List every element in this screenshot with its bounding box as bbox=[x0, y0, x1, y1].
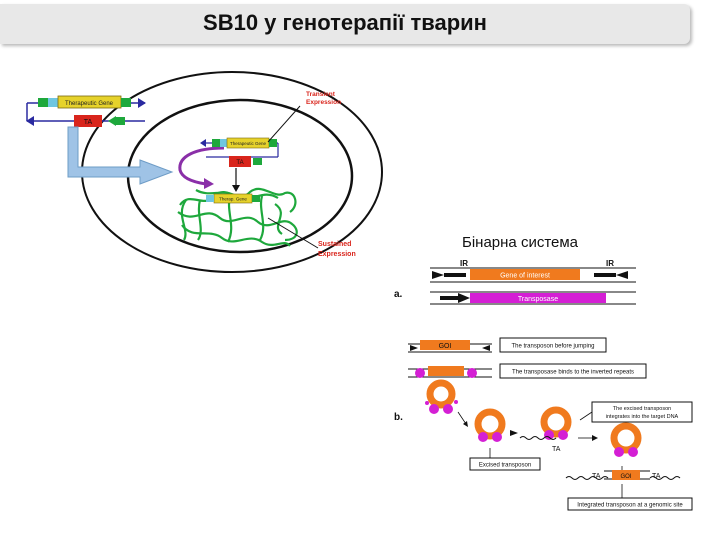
green-segment bbox=[38, 98, 48, 107]
box-integrates-text-2: integrates into the target DNA bbox=[606, 414, 679, 420]
genomic-dna-wave-left bbox=[565, 476, 609, 480]
box-integrated bbox=[567, 497, 693, 511]
ir-right-arrow bbox=[616, 271, 628, 279]
ta-box bbox=[74, 115, 102, 127]
label-a: a. bbox=[394, 289, 403, 300]
ta-box-2 bbox=[229, 156, 251, 167]
box-excised-text: Excised transposon bbox=[479, 463, 531, 469]
ir-right-label: IR bbox=[606, 259, 614, 268]
sustained-label-1: Sustained bbox=[318, 241, 351, 248]
target-dna-wave bbox=[519, 436, 557, 440]
plasmid-construct-top: Therapeutic Gene TA bbox=[26, 95, 146, 127]
box-before-jumping bbox=[499, 337, 607, 353]
transient-label-2: Expression bbox=[306, 99, 341, 106]
therapeutic-gene-label-2: Therapeutic Gene bbox=[230, 141, 267, 146]
title-bar bbox=[0, 4, 690, 44]
ta-label-b1: TA bbox=[552, 446, 561, 453]
box-excised bbox=[469, 457, 541, 471]
ta-label: TA bbox=[84, 119, 93, 126]
transposase-label: Transposase bbox=[518, 296, 558, 303]
box-binds bbox=[499, 363, 647, 379]
delivery-arrow bbox=[67, 126, 174, 185]
excision-loop-1 bbox=[425, 379, 458, 414]
label-b: b. bbox=[394, 412, 403, 423]
goi-bar-2 bbox=[612, 470, 640, 480]
ta-label-b2: TA bbox=[592, 473, 601, 480]
goi-bar bbox=[420, 340, 470, 350]
right-diagram: a. Gene of interest IR IR Transposase GO… bbox=[394, 259, 693, 511]
goi-label: GOI bbox=[439, 343, 452, 350]
transient-label-1: Transient bbox=[306, 91, 336, 98]
ta-label-b3: TA bbox=[652, 473, 661, 480]
binary-system-label: Бінарна система bbox=[462, 234, 579, 251]
chromosome-tangle bbox=[177, 187, 298, 247]
excision-loop-3 bbox=[540, 406, 572, 440]
transposase-bar bbox=[470, 293, 606, 303]
excision-loop-4 bbox=[610, 422, 642, 457]
box-integrated-text: Integrated transposon at a genomic site bbox=[577, 503, 683, 509]
left-diagram: Therapeutic Gene TA Therapeutic Gene TA bbox=[26, 71, 383, 273]
gene-of-interest-bar bbox=[470, 269, 580, 280]
plasmid-construct-middle: Therapeutic Gene TA bbox=[200, 137, 279, 167]
ir-left-arrow bbox=[432, 271, 444, 279]
box-before-jumping-text: The transposon before jumping bbox=[511, 344, 594, 350]
purple-curve-arrow bbox=[178, 146, 225, 186]
therap-gene-label: Therap. Gene bbox=[219, 197, 247, 202]
box-binds-text: The transposase binds to the inverted re… bbox=[512, 370, 634, 376]
ir-left-label: IR bbox=[460, 259, 468, 268]
gene-of-interest-label: Gene of interest bbox=[500, 273, 550, 280]
goi-label-2: GOI bbox=[620, 474, 631, 480]
excision-loop-2 bbox=[474, 408, 506, 442]
therapeutic-gene-label: Therapeutic Gene bbox=[65, 101, 114, 107]
genomic-dna-wave-right bbox=[649, 476, 681, 480]
transposase-dot bbox=[415, 368, 425, 378]
ta-label-2: TA bbox=[236, 160, 243, 166]
blue-segment bbox=[48, 98, 58, 107]
transposase-dot bbox=[467, 368, 477, 378]
slide-title: SB10 у генотерапії тварин bbox=[203, 10, 487, 35]
sustained-label-2: Expression bbox=[318, 251, 356, 258]
box-integrates-text-1: The excised transposon bbox=[613, 406, 671, 412]
